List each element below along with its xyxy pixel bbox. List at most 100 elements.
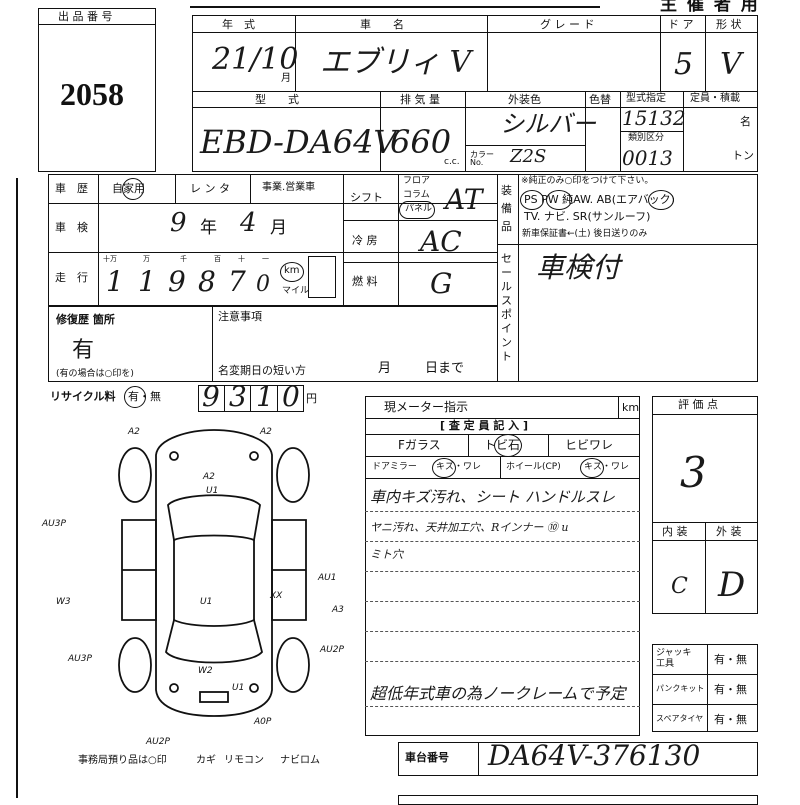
damage-mark: A3 bbox=[332, 605, 344, 615]
ac-value: AC bbox=[420, 225, 462, 258]
repair-note: (有の場合は○印を) bbox=[56, 369, 134, 379]
repair-value: 有 bbox=[72, 338, 95, 363]
damage-mark: U1 bbox=[206, 486, 219, 496]
interior-label: 内 装 bbox=[662, 525, 688, 538]
meter-label: 現メーター指示 bbox=[384, 400, 469, 414]
repair-box bbox=[48, 306, 498, 382]
wheel-label: ホイール(CP) bbox=[506, 462, 561, 472]
recycle-digit: 0 bbox=[282, 380, 300, 413]
mileage-digit: 7 bbox=[228, 265, 246, 298]
glass-crack-option: ヒビワレ bbox=[565, 438, 614, 452]
pw-circle bbox=[546, 190, 572, 210]
col-line bbox=[343, 174, 344, 306]
lot-number-label: 出 品 番 号 bbox=[58, 10, 113, 23]
history-label: 車 歴 bbox=[55, 182, 88, 195]
shift-option: フロア bbox=[403, 176, 431, 186]
damage-mark: AU3P bbox=[68, 654, 92, 664]
exterior-grade: D bbox=[718, 565, 746, 605]
col-line bbox=[468, 434, 469, 456]
shift-rule bbox=[343, 220, 498, 221]
damage-mark: A2 bbox=[260, 427, 272, 437]
year-value: 21/10 bbox=[212, 42, 299, 77]
col-line bbox=[224, 385, 225, 412]
recycle-yes-circle bbox=[124, 386, 146, 408]
mileage-unit-box bbox=[308, 256, 336, 298]
damage-mark: AU2P bbox=[320, 645, 344, 655]
damage-mark: AU1 bbox=[318, 573, 337, 583]
recycle-amount-box bbox=[198, 385, 304, 412]
damage-mark: W3 bbox=[56, 597, 71, 607]
spare-tire-label: スペアタイヤ bbox=[656, 714, 704, 723]
recycle-digit: 1 bbox=[256, 380, 274, 413]
fuel-label: 燃 料 bbox=[352, 275, 378, 288]
expiry-month-label: 月 bbox=[378, 361, 392, 376]
chassis-value: DA64V-376130 bbox=[488, 739, 701, 772]
mile-label: マイル bbox=[282, 286, 310, 296]
glass-label: Fガラス bbox=[398, 438, 441, 452]
col-line bbox=[660, 15, 661, 91]
color-code-label: カラー No. bbox=[470, 150, 494, 167]
note-line bbox=[365, 601, 640, 602]
mileage-digit: 9 bbox=[168, 265, 186, 298]
note-line bbox=[365, 706, 640, 707]
equipment-note: ※純正のみ○印をつけて下さい。 bbox=[521, 176, 654, 186]
recycle-digit: 9 bbox=[202, 380, 220, 413]
keys-label: カギ bbox=[196, 755, 216, 766]
vehicle-header-rule bbox=[192, 32, 758, 33]
capacity-label: 定員・積載 bbox=[690, 93, 740, 104]
damage-mark: A2 bbox=[203, 472, 215, 482]
inspector-label: [ 査 定 員 記 入 ] bbox=[440, 419, 529, 432]
color-code-divider bbox=[465, 145, 585, 146]
caution-label: 注意事項 bbox=[218, 310, 262, 323]
year-label: 年 式 bbox=[222, 18, 255, 31]
office-note: 事務局預り品は○印 bbox=[78, 755, 167, 766]
damage-mark: AU3P bbox=[42, 519, 66, 529]
inspection-year-unit: 年 bbox=[200, 218, 217, 238]
spare-tire-options: 有・無 bbox=[714, 713, 747, 726]
mileage-digit: 0 bbox=[256, 272, 270, 297]
color-code-value: Z2S bbox=[510, 146, 547, 167]
col-line bbox=[380, 91, 381, 172]
chassis-box bbox=[398, 742, 758, 776]
inspection-month-unit: 月 bbox=[270, 218, 287, 238]
inspector-note: ミト穴 bbox=[370, 548, 403, 561]
doors-label: ド ア bbox=[668, 18, 694, 31]
repair-label: 修復歴 箇所 bbox=[56, 313, 115, 326]
displacement-value: 660 bbox=[390, 123, 452, 161]
exterior-color-value: シルバー bbox=[500, 110, 596, 138]
ac-rule bbox=[343, 262, 498, 263]
cert-divider bbox=[620, 131, 683, 132]
recycle-digit: 3 bbox=[229, 380, 247, 413]
equipment-line-1: PS PW 純AW. AB(エアバック) bbox=[524, 193, 675, 206]
vehicle-info-table bbox=[192, 15, 758, 172]
meter-unit: km bbox=[622, 401, 640, 414]
col-line bbox=[250, 385, 251, 412]
fuel-value: G bbox=[430, 267, 453, 300]
remote-label: リモコン bbox=[224, 755, 264, 766]
mirror-label: ドアミラー bbox=[372, 462, 417, 472]
equipment-label: 装 備 品 bbox=[501, 184, 512, 233]
ab-circle bbox=[648, 190, 674, 210]
private-use-circle bbox=[122, 178, 144, 200]
note-line bbox=[365, 631, 640, 632]
exterior-color-label: 外装色 bbox=[508, 93, 541, 106]
inspection-year: 9 bbox=[170, 208, 187, 238]
note-line bbox=[365, 571, 640, 572]
col-line bbox=[548, 434, 549, 456]
inspection-rule bbox=[48, 252, 498, 253]
col-line bbox=[683, 91, 684, 172]
scan-edge bbox=[16, 178, 18, 798]
mileage-digit-label: 十 bbox=[238, 255, 245, 263]
col-line bbox=[212, 306, 213, 382]
puncture-kit-options: 有・無 bbox=[714, 683, 747, 696]
mileage-digit-label: 十万 bbox=[103, 255, 117, 263]
damage-mark: W2 bbox=[198, 666, 213, 676]
shift-option: コラム bbox=[403, 190, 430, 200]
equipment-line-3: 新車保証書←(土) 後日送りのみ bbox=[522, 229, 648, 239]
mileage-digit-label: 千 bbox=[180, 255, 187, 263]
mileage-digit-label: 百 bbox=[214, 255, 221, 263]
mileage-digit: 8 bbox=[198, 265, 216, 298]
type-cert-label: 型式指定 bbox=[626, 93, 666, 104]
panel-shift-circle bbox=[399, 201, 435, 219]
shift-option: パネル bbox=[405, 204, 433, 214]
